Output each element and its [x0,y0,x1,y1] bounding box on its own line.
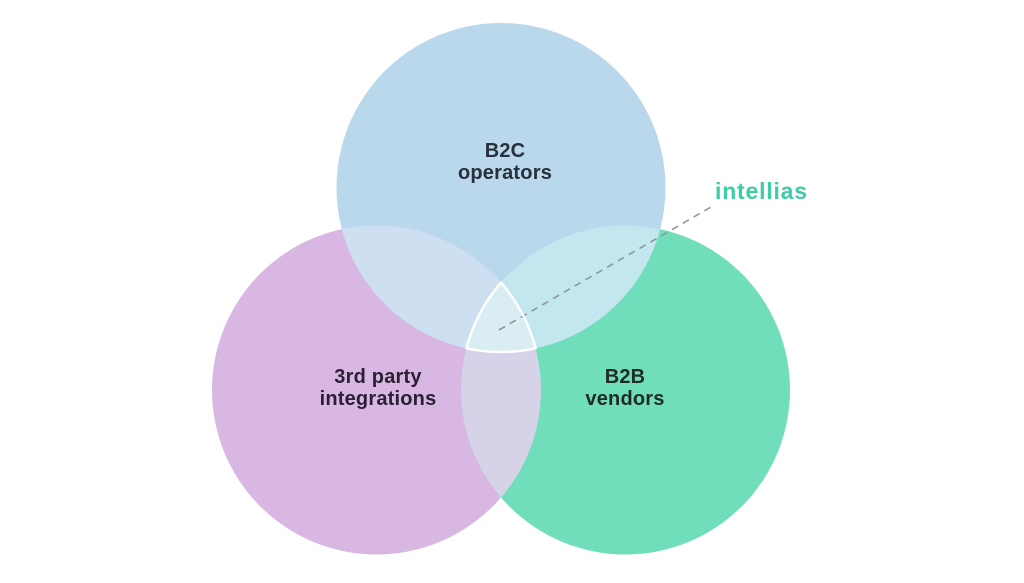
label-b2c-line1: B2C [484,140,526,162]
label-b2b-vendors: B2B vendors [475,366,775,410]
label-3rd-party-line1: 3rd party [334,366,422,388]
label-b2b-line2: vendors [585,388,665,410]
label-b2c-line2: operators [457,162,553,184]
label-b2b-line1: B2B [604,366,646,388]
label-3rd-party-line2: integrations [319,388,437,410]
label-3rd-party-integrations: 3rd party integrations [228,366,528,410]
intellias-logo: intellias [715,178,808,204]
label-b2c-operators: B2C operators [355,140,655,184]
